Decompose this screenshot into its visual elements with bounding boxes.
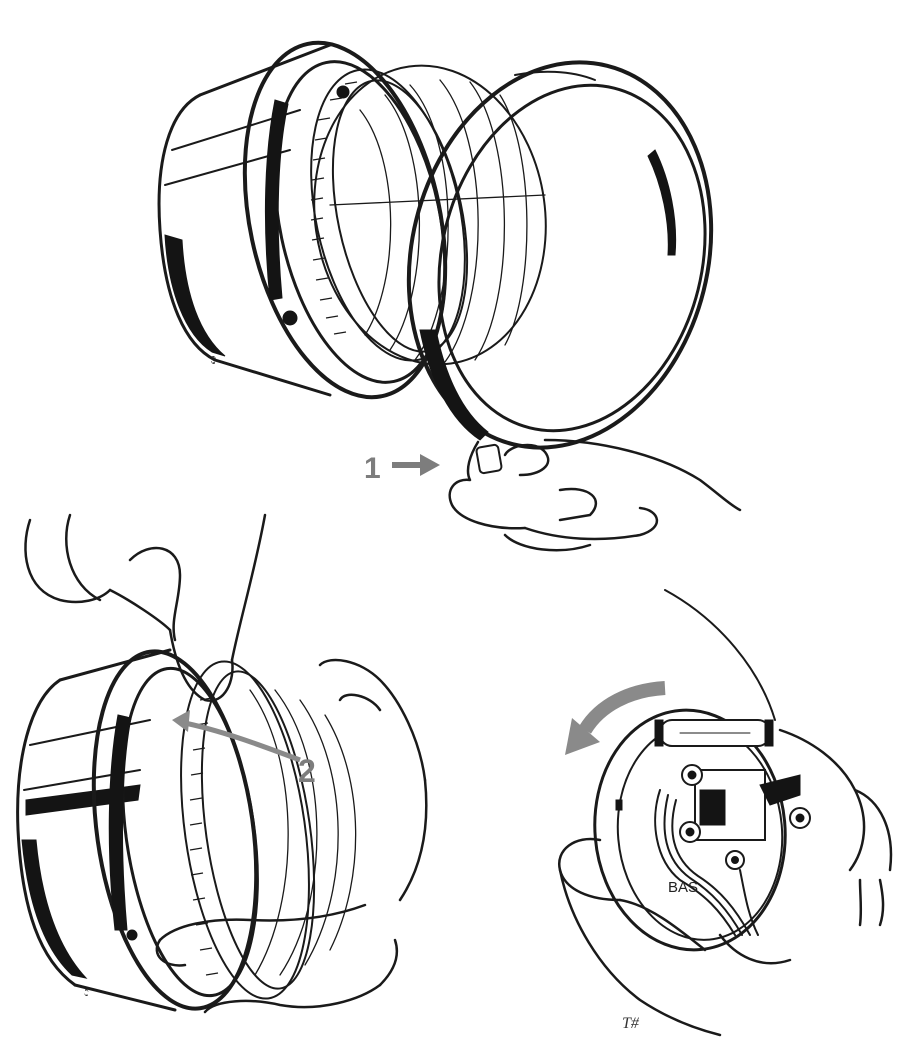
lamp-rim-2 — [91, 649, 259, 1011]
adjusting-screw-lower — [282, 310, 298, 326]
rotate-direction-arrow — [565, 681, 666, 755]
reflector-arc — [664, 589, 776, 721]
hand-holding-base — [557, 728, 893, 1037]
lamp-housing — [157, 43, 332, 397]
hand-top — [24, 513, 267, 702]
artist-mark-panel-2: ʻʼ — [82, 988, 98, 1000]
step-1-number: 1 — [364, 452, 381, 485]
bulb — [654, 719, 774, 747]
step-1-arrow — [392, 454, 440, 476]
panel-2-ring-rotation: 2 ʻʼ — [16, 513, 428, 1014]
hand-lower-right — [448, 438, 742, 552]
lamp-lens — [313, 64, 547, 366]
step-2-callout: 2 — [172, 710, 316, 789]
bezel-tab — [475, 443, 503, 475]
terminal-block — [679, 764, 811, 870]
step-2-arrowhead — [172, 710, 190, 732]
bezel-ring[interactable] — [369, 30, 751, 480]
artist-mark-panel-1: ʻʼ — [208, 355, 227, 368]
step-2-number: 2 — [298, 753, 316, 789]
knurled-ring — [310, 68, 469, 362]
lamp-lens-2 — [249, 689, 357, 976]
adjusting-screw-2 — [126, 929, 138, 941]
step-1-callout: 1 — [364, 452, 440, 485]
bulb-base-label: BAS — [668, 879, 698, 896]
step-2-arrow — [179, 719, 301, 763]
panel-3-bulb-holder: BAS T# — [557, 589, 893, 1037]
hand-bottom — [155, 903, 399, 1014]
knurled-ring-2 — [180, 660, 316, 1000]
panel-1-bezel-removal: 1 ʻʼ — [157, 30, 751, 552]
artist-mark-panel-3: T# — [622, 1015, 640, 1032]
wiring-harness — [654, 789, 759, 936]
adjusting-screw-upper — [336, 85, 350, 99]
hand-right — [318, 658, 428, 902]
